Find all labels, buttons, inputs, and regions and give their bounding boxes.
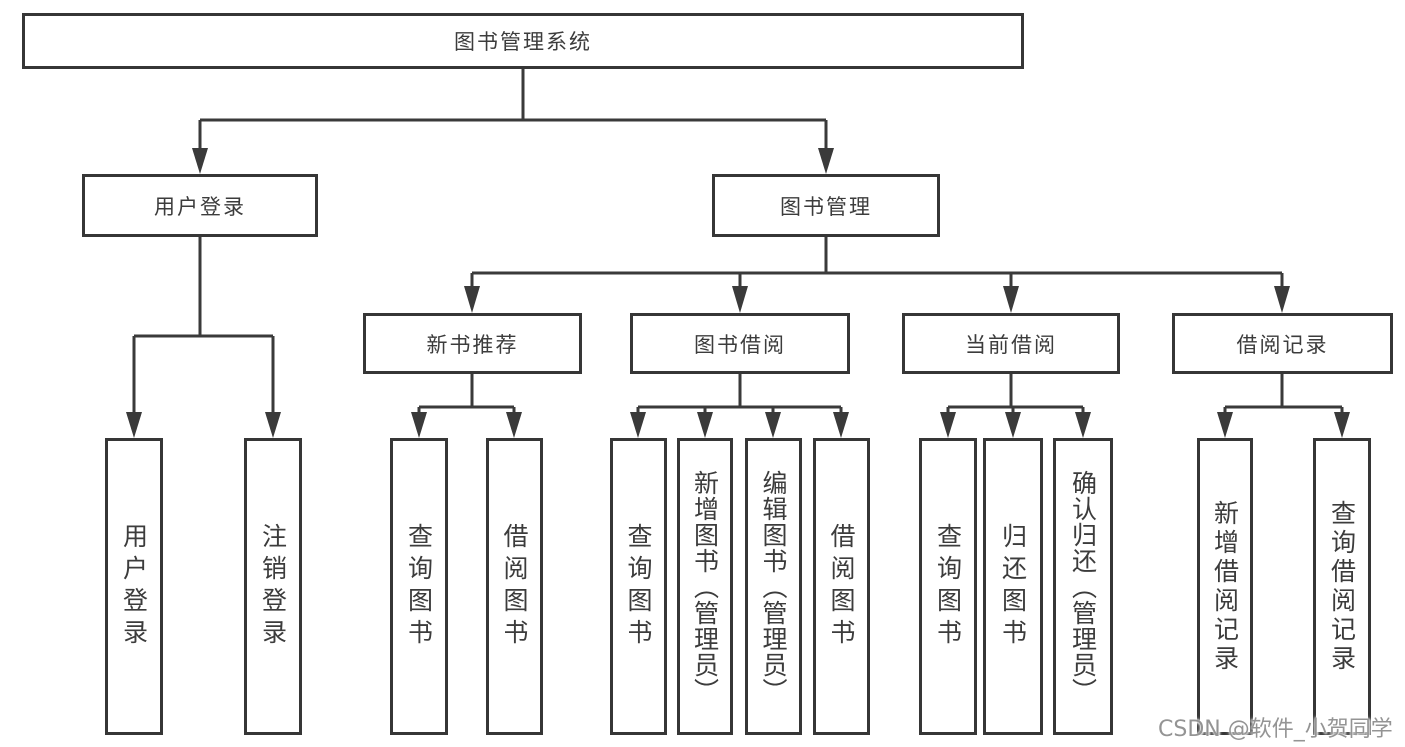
arrow-down-icon bbox=[732, 286, 748, 313]
connector-book-mgmt-branch bbox=[464, 237, 1290, 313]
leaf-query-books-borrow: 查询图书 bbox=[610, 438, 667, 735]
arrow-down-icon bbox=[506, 412, 522, 438]
arrow-down-icon bbox=[1005, 412, 1021, 438]
arrow-down-icon bbox=[1003, 286, 1019, 313]
connector-user-login-branch bbox=[126, 237, 281, 438]
arrow-down-icon bbox=[126, 412, 142, 438]
leaf-borrow-books: 借阅图书 bbox=[813, 438, 870, 735]
node-current-borrow: 当前借阅 bbox=[902, 313, 1120, 374]
arrow-down-icon bbox=[697, 412, 713, 438]
node-book-management: 图书管理 bbox=[712, 174, 940, 237]
node-book-borrow: 图书借阅 bbox=[630, 313, 850, 374]
connector-root-branch bbox=[192, 69, 834, 174]
leaf-add-book-admin: 新增图书（管理员） bbox=[677, 438, 733, 735]
arrow-down-icon bbox=[1274, 286, 1290, 313]
leaf-query-books-recommend: 查询图书 bbox=[390, 438, 448, 735]
arrow-down-icon bbox=[265, 412, 281, 438]
node-borrow-records: 借阅记录 bbox=[1172, 313, 1393, 374]
leaf-return-book: 归还图书 bbox=[983, 438, 1043, 735]
leaf-edit-book-admin: 编辑图书（管理员） bbox=[745, 438, 802, 735]
leaf-borrow-books-recommend: 借阅图书 bbox=[486, 438, 543, 735]
arrow-down-icon bbox=[630, 412, 646, 438]
leaf-logout: 注销登录 bbox=[244, 438, 302, 735]
arrow-down-icon bbox=[411, 412, 427, 438]
connector-borrow-records-branch bbox=[1217, 374, 1350, 438]
connector-current-borrow-branch bbox=[940, 374, 1091, 438]
leaf-user-login: 用户登录 bbox=[105, 438, 163, 735]
node-user-login: 用户登录 bbox=[82, 174, 318, 237]
arrow-down-icon bbox=[833, 412, 849, 438]
arrow-down-icon bbox=[1075, 412, 1091, 438]
arrow-down-icon bbox=[765, 412, 781, 438]
leaf-query-borrow-record: 查询借阅记录 bbox=[1313, 438, 1371, 735]
leaf-add-borrow-record: 新增借阅记录 bbox=[1197, 438, 1253, 735]
arrow-down-icon bbox=[818, 148, 834, 174]
leaf-query-books-current: 查询图书 bbox=[919, 438, 977, 735]
arrow-down-icon bbox=[940, 412, 956, 438]
arrow-down-icon bbox=[1217, 412, 1233, 438]
connector-book-borrow-branch bbox=[630, 374, 849, 438]
csdn-watermark: CSDN @软件_小贺同学 bbox=[1158, 717, 1393, 742]
leaf-confirm-return-admin: 确认归还（管理员） bbox=[1053, 438, 1113, 735]
connector-recommend-branch bbox=[411, 374, 522, 438]
arrow-down-icon bbox=[1334, 412, 1350, 438]
arrow-down-icon bbox=[464, 286, 480, 313]
node-new-book-recommend: 新书推荐 bbox=[363, 313, 582, 374]
arrow-down-icon bbox=[192, 148, 208, 174]
node-root-library-system: 图书管理系统 bbox=[22, 13, 1024, 69]
